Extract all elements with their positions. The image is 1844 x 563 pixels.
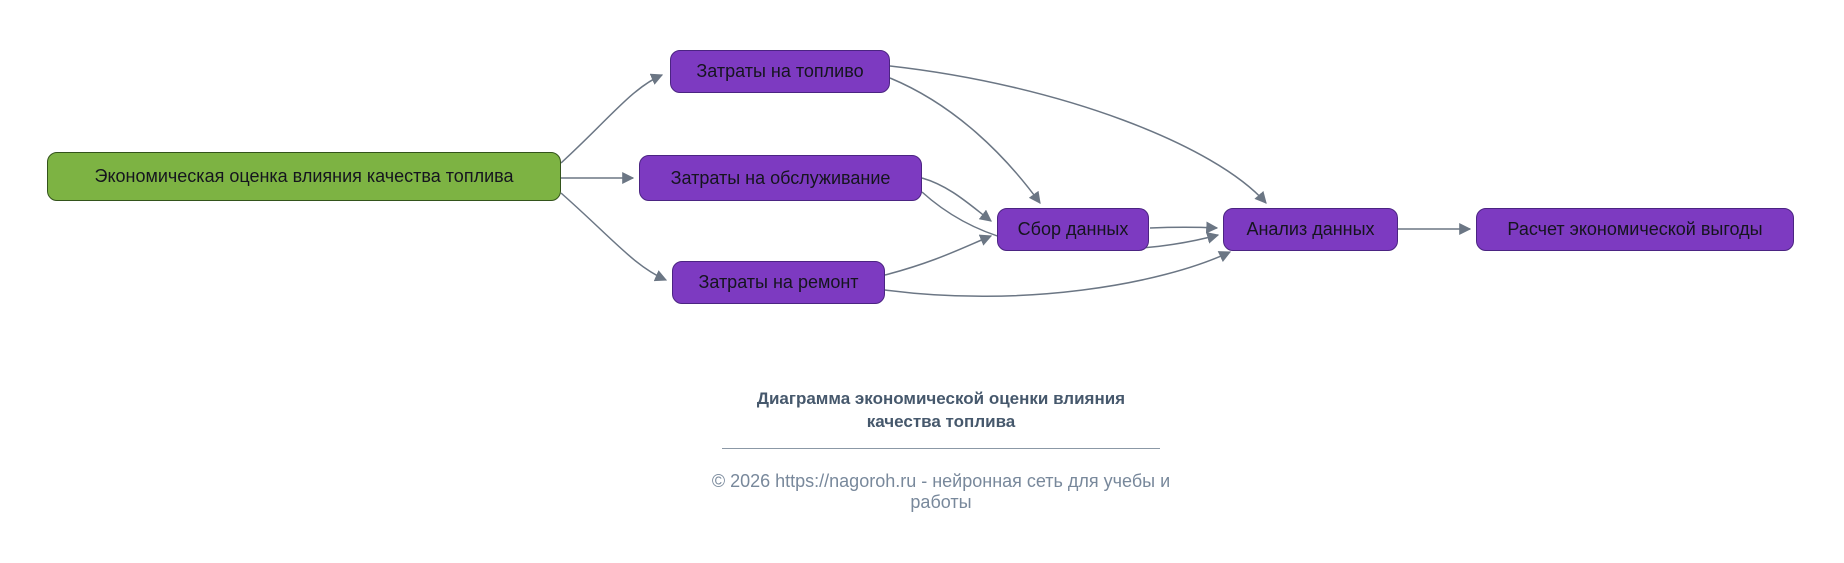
copyright-footer: © 2026 https://nagoroh.ru - нейронная се…	[711, 470, 1171, 512]
diagram-title: Диаграмма экономической оценки влияния к…	[757, 388, 1125, 434]
title-underline	[722, 447, 1160, 449]
caption-block: Диаграмма экономической оценки влияния к…	[0, 388, 1844, 513]
edge-repair-collect	[884, 234, 993, 276]
node-label: Затраты на топливо	[696, 61, 864, 81]
node-data-collection: Сбор данных	[997, 208, 1149, 251]
node-label: Затраты на обслуживание	[670, 167, 891, 188]
node-economic-evaluation: Экономическая оценка влияния качества то…	[47, 152, 561, 201]
node-label: Анализ данных	[1246, 219, 1375, 239]
edge-service-collect	[921, 177, 992, 222]
edge-fuel-analyze	[889, 65, 1267, 204]
diagram-title-line2: качества топлива	[866, 411, 1016, 431]
node-label: Расчет экономической выгоды	[1507, 219, 1763, 239]
node-fuel-costs: Затраты на топливо	[670, 50, 890, 93]
edge-collect-analyze	[1149, 221, 1219, 234]
node-label: Затраты на ремонт	[698, 272, 859, 292]
edge-root-fuel	[560, 73, 664, 164]
node-label: Сбор данных	[1017, 219, 1129, 239]
edge-fuel-collect	[889, 77, 1041, 204]
node-economic-benefit-calculation: Расчет экономической выгоды	[1476, 208, 1794, 251]
node-service-costs: Затраты на обслуживание	[639, 155, 922, 201]
diagram-title-line1: Диаграмма экономической оценки влияния	[756, 389, 1126, 408]
node-repair-costs: Затраты на ремонт	[672, 261, 885, 304]
node-label: Экономическая оценка влияния качества то…	[94, 166, 514, 186]
edge-root-repair	[560, 192, 668, 282]
node-data-analysis: Анализ данных	[1223, 208, 1398, 251]
edge-repair-analyze	[884, 251, 1232, 298]
